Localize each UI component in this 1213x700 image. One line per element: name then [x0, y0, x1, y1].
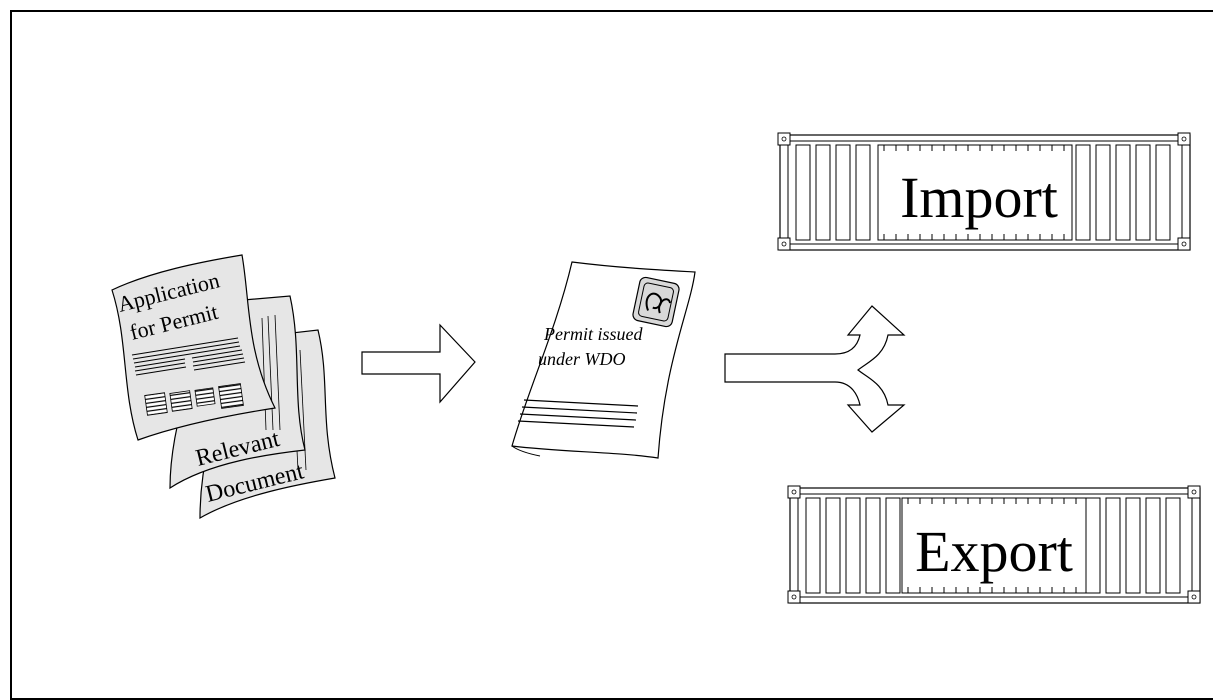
corner-casting — [777, 237, 791, 251]
corner-casting — [787, 590, 801, 604]
import-container-icon — [777, 132, 1191, 251]
export-label: Export — [915, 519, 1073, 584]
right-arrow-icon — [361, 323, 476, 404]
corner-casting — [1187, 485, 1201, 499]
export-container-icon — [787, 485, 1201, 604]
stamp-seal-icon — [632, 276, 680, 328]
application-form-sheet — [111, 254, 276, 441]
corner-casting — [777, 132, 791, 146]
permit-text-line2: under WDO — [538, 349, 626, 369]
split-arrow-icon — [724, 305, 906, 433]
corner-casting — [1187, 590, 1201, 604]
permit-document-icon: Permit issued under WDO — [511, 261, 696, 459]
corner-casting — [787, 485, 801, 499]
document-stack-icon: Application for Permit Relevant Document — [111, 254, 336, 520]
corner-casting — [1177, 237, 1191, 251]
corner-casting — [1177, 132, 1191, 146]
import-label: Import — [900, 165, 1058, 230]
permit-text-line1: Permit issued — [543, 324, 643, 344]
